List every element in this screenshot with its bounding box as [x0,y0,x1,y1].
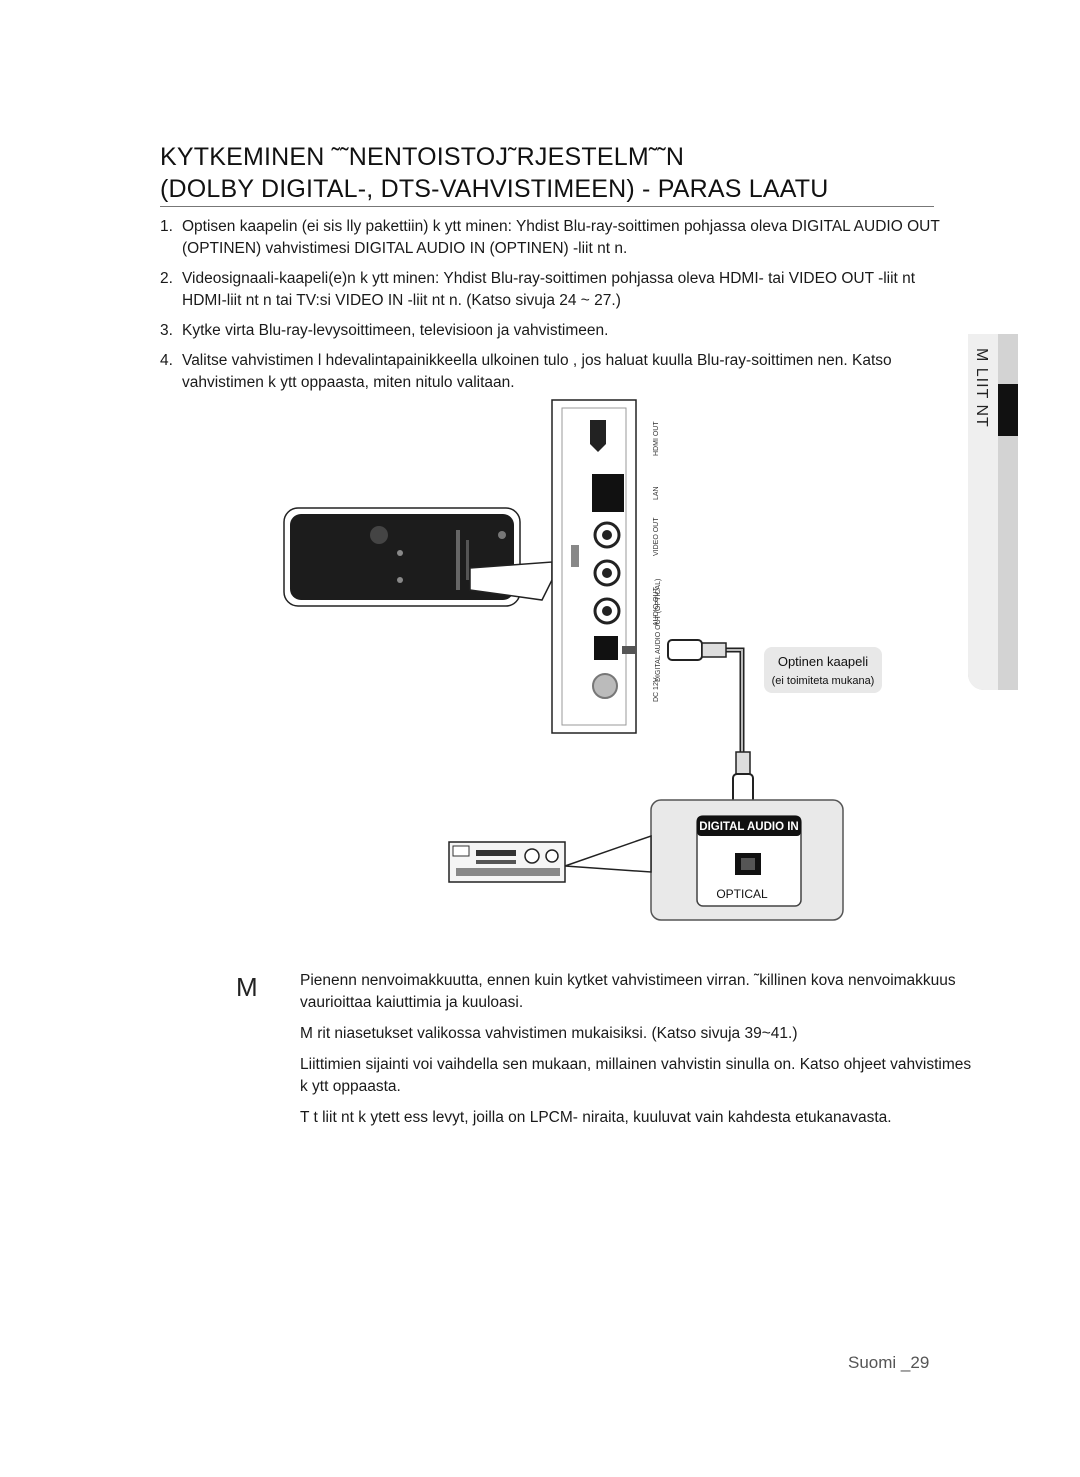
amplifier-device [448,841,566,883]
step-text: Videosignaali-kaapeli(e)n k ytt minen: Y… [182,270,916,309]
step-number: 1. [160,218,173,235]
step-number: 4. [160,352,173,369]
hdmi-port [590,420,606,452]
note-icon: M [236,972,258,1002]
title-line-2: (DOLBY DIGITAL-, DTS-VAHVISTIMEEN) - PAR… [160,175,829,203]
title-line-1: KYTKEMINEN ˜˜NENTOISTOJ˜RJESTELM˜˜N [160,143,685,171]
side-tab-label: M LIIT NT [973,348,990,428]
port-panel: HDMI OUT LAN VIDEO OUT AUDIO OUT DIGITAL… [551,399,662,734]
rca-jack [593,521,621,549]
title-divider [160,206,934,207]
rca-jack [593,597,621,625]
section-side-tab: M LIIT NT [968,334,1018,690]
cable-label: Optinen kaapeli [778,654,868,669]
rca-jack [593,559,621,587]
optical-port [594,636,618,660]
port-label: DIGITAL AUDIO OUT (OPTICAL) [655,579,662,682]
note-line: Pienenn nenvoimakkuutta, ennen kuin kytk… [300,972,956,989]
step-item: 3. Kytke virta Blu-ray-levysoittimeen, te… [160,320,950,342]
port-label: DC 12V [653,677,660,702]
note-line: Liittimien sijainti voi vaihdella sen mu… [300,1056,972,1073]
dc-jack [592,673,618,699]
port-label: VIDEO OUT [653,517,660,556]
cable-label-badge: Optinen kaapeli (ei toimiteta mukana) [764,647,882,693]
note-line: T t liit nt k ytett ess levyt, joilla on… [300,1109,892,1126]
step-number: 2. [160,270,173,287]
port-label: HDMI OUT [653,421,660,456]
note-line: M rit niasetukset valikossa vahvistimen … [300,1025,798,1042]
step-number: 3. [160,322,173,339]
side-tab-panel [968,334,998,690]
page-title: KYTKEMINEN ˜˜NENTOISTOJ˜RJESTELM˜˜N (DOL… [160,141,940,205]
optical-cable [622,639,754,809]
amp-input-header: DIGITAL AUDIO IN [699,821,798,833]
amp-optical-label: OPTICAL [716,887,768,901]
step-item: 2. Videosignaali-kaapeli(e)n k ytt minen:… [160,268,950,312]
cable-sublabel: (ei toimiteta mukana) [772,675,875,687]
step-text: Kytke virta Blu-ray-levysoittimeen, tele… [182,322,609,339]
step-item: 1. Optisen kaapelin (ei sis lly pakettiin… [160,216,950,260]
note-line: k ytt oppaasta. [300,1078,401,1095]
step-item: 4. Valitse vahvistimen l hdevalintapainik… [160,350,950,394]
amp-callout-pointer [564,834,652,873]
port-label: AUDIO OUT [653,586,660,626]
player-rear-view [283,507,521,607]
instruction-steps: 1. Optisen kaapelin (ei sis lly pakettiin… [160,216,950,402]
amp-input-callout: DIGITAL AUDIO IN OPTICAL [650,799,844,921]
port-label: LAN [653,486,660,500]
page-number: Suomi _29 [848,1353,930,1372]
step-text: Valitse vahvistimen l hdevalintapainikke… [182,352,892,391]
side-tab-marker [998,384,1018,436]
step-text: Optisen kaapelin (ei sis lly pakettiin) … [182,218,940,257]
note-line: vaurioittaa kaiuttimia ja kuuloasi. [300,994,524,1011]
lan-port [592,474,624,512]
zoom-callout [469,561,553,601]
notes-list: Pienenn nenvoimakkuutta, ennen kuin kytk… [300,970,1020,1138]
